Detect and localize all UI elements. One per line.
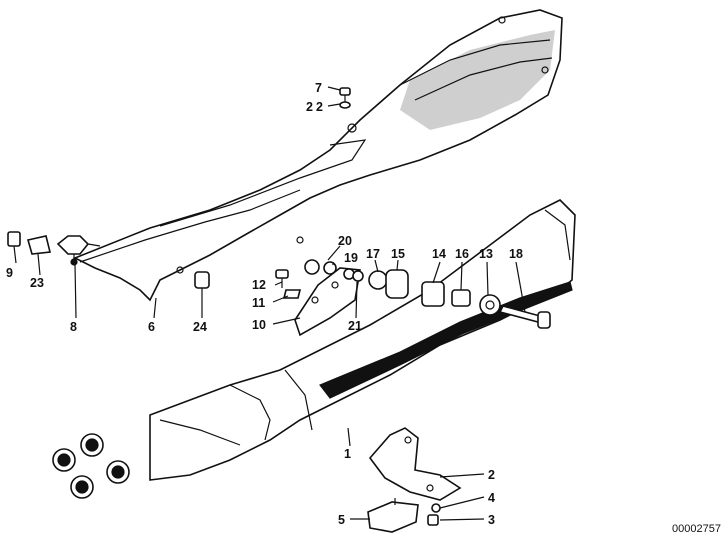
callout-19: 19 <box>344 251 358 265</box>
document-id: 00002757 <box>672 523 721 535</box>
callout-18: 18 <box>509 247 523 261</box>
callout-23: 23 <box>30 276 44 290</box>
rubber-mount-stack <box>304 259 551 329</box>
callout-17: 17 <box>366 247 380 261</box>
callout-13: 13 <box>479 247 493 261</box>
exhaust-tips <box>52 433 130 499</box>
callout-6: 6 <box>148 320 155 334</box>
leader-lines <box>13 86 526 521</box>
callout-16: 16 <box>455 247 469 261</box>
sensor-and-clips <box>7 231 101 266</box>
lower-bracket <box>367 427 462 533</box>
callout-5: 5 <box>338 513 345 527</box>
callout-3: 3 <box>488 513 495 527</box>
callout-9: 9 <box>6 266 13 280</box>
callout-10: 10 <box>252 318 266 332</box>
callout-1: 1 <box>344 447 351 461</box>
callout-24: 24 <box>193 320 207 334</box>
callout-21: 21 <box>348 319 362 333</box>
callout-8: 8 <box>70 320 77 334</box>
callout-4: 4 <box>488 491 495 505</box>
callout-labels: 7 22 20 19 17 15 14 16 13 18 12 11 10 21… <box>6 81 523 527</box>
callout-2: 2 <box>488 468 495 482</box>
heat-shield-upper <box>73 9 563 302</box>
callout-12: 12 <box>252 278 266 292</box>
callout-7: 7 <box>315 81 322 95</box>
callout-20: 20 <box>338 234 352 248</box>
callout-15: 15 <box>391 247 405 261</box>
callout-22: 22 <box>306 100 326 114</box>
callout-11: 11 <box>252 296 265 310</box>
callout-14: 14 <box>432 247 446 261</box>
